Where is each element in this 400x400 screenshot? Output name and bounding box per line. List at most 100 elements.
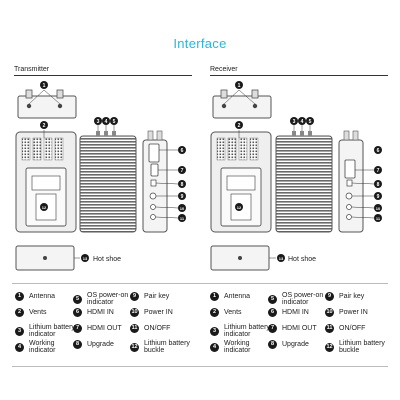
- legend-label: Lithium battery indicator: [224, 324, 270, 338]
- rx-callout-3: 3: [290, 117, 298, 125]
- callout-number: 4: [105, 119, 108, 125]
- tx-back-view: [15, 130, 77, 233]
- receiver-section-label: Receiver: [210, 66, 238, 73]
- callout-number: 6: [377, 148, 380, 154]
- rx-callout-13: 13: [277, 254, 285, 262]
- legend-item-rx-11: 11 ON/OFF: [325, 324, 365, 333]
- transmitter-diagram: [15, 89, 179, 271]
- callout-number: 6: [181, 148, 184, 154]
- rx-top-view: [212, 89, 272, 119]
- tx-hot-shoe-label: Hot shoe: [93, 256, 121, 263]
- legend-item-11: 11 ON/OFF: [130, 324, 170, 333]
- tx-callout-10: 10: [178, 204, 186, 212]
- legend-number: 5: [73, 294, 82, 304]
- callout-number: 13: [83, 256, 88, 261]
- tx-callout-4: 4: [102, 117, 110, 125]
- legend-number: 2: [15, 308, 24, 317]
- callout-number: 2: [43, 123, 46, 129]
- legend-number: 1: [210, 292, 219, 301]
- legend-number: 9: [130, 292, 139, 301]
- legend-item-rx-10: 10 Power IN: [325, 308, 368, 317]
- legend-label: HDMI IN: [282, 309, 309, 316]
- rx-hot-shoe-view: [210, 245, 276, 271]
- callout-number: 3: [97, 119, 100, 125]
- legend-number: 7: [73, 324, 82, 333]
- callout-number: 1: [43, 83, 46, 89]
- legend-label: Vents: [29, 309, 47, 316]
- tx-side-view: [79, 124, 137, 233]
- legend-item-rx-3: 3 Lithium battery indicator: [210, 324, 270, 338]
- legend-item-2: 2 Vents: [15, 308, 47, 317]
- legend-label: Working indicator: [29, 340, 56, 354]
- legend-number: 12: [130, 342, 139, 352]
- transmitter-rule: [14, 75, 192, 76]
- tx-hot-shoe-view: [15, 245, 80, 271]
- tx-callout-5: 5: [110, 117, 118, 125]
- rx-hot-shoe-label: Hot shoe: [288, 256, 316, 263]
- rx-side-view: [275, 124, 333, 233]
- legend-label: Upgrade: [87, 341, 114, 348]
- legend-divider-bottom: [12, 366, 388, 367]
- legend-label: Power IN: [339, 309, 368, 316]
- legend-number: 10: [325, 308, 334, 317]
- legend-label: Antenna: [29, 293, 56, 300]
- legend-label: ON/OFF: [339, 325, 366, 332]
- legend-label: Upgrade: [282, 341, 309, 348]
- rx-port-view: [338, 130, 375, 233]
- rx-callout-7: 7: [374, 166, 382, 174]
- rx-callout-2: 2: [235, 121, 243, 129]
- legend-label: HDMI IN: [87, 309, 114, 316]
- tx-callout-7: 7: [178, 166, 186, 174]
- rx-callout-8: 8: [374, 180, 382, 188]
- callout-number: 7: [377, 168, 380, 174]
- callout-number: 4: [301, 119, 304, 125]
- callout-number: 8: [377, 182, 380, 188]
- rx-callout-12: 12: [235, 203, 243, 211]
- legend-divider-top: [12, 283, 388, 284]
- legend-number: 2: [210, 308, 219, 317]
- legend-label: Pair key: [339, 293, 365, 300]
- legend-label: Lithium battery buckle: [144, 340, 190, 354]
- legend-number: 6: [268, 308, 277, 317]
- callout-number: 10: [180, 206, 185, 211]
- rx-callout-9: 9: [374, 192, 382, 200]
- tx-callout-8: 8: [178, 180, 186, 188]
- tx-top-view: [17, 89, 77, 119]
- legend-number: 10: [130, 308, 139, 317]
- legend-item-12: 12 Lithium battery buckle: [130, 340, 190, 354]
- legend-item-rx-6: 6 HDMI IN: [268, 308, 309, 317]
- legend-item-rx-1: 1 Antenna: [210, 292, 250, 301]
- callout-number: 12: [237, 205, 242, 210]
- callout-number: 8: [181, 182, 184, 188]
- legend: 1 Antenna 2 Vents 3 Lithium battery indicator…: [15, 290, 390, 360]
- callout-number: 9: [181, 194, 184, 200]
- legend-label: ON/OFF: [144, 325, 171, 332]
- legend-label: Antenna: [224, 293, 251, 300]
- legend-number: 6: [73, 308, 82, 317]
- legend-number: 3: [210, 326, 219, 336]
- callout-number: 7: [181, 168, 184, 174]
- transmitter-section-label: Transmitter: [14, 66, 50, 73]
- callout-number: 11: [180, 216, 185, 221]
- rx-callout-6: 6: [374, 146, 382, 154]
- legend-number: 12: [325, 342, 334, 352]
- legend-number: 11: [325, 324, 334, 333]
- receiver-diagram: [210, 89, 375, 271]
- callout-number: 12: [42, 205, 47, 210]
- legend-number: 11: [130, 324, 139, 333]
- tx-callout-11: 11: [178, 214, 186, 222]
- tx-callout-2: 2: [40, 121, 48, 129]
- legend-number: 1: [15, 292, 24, 301]
